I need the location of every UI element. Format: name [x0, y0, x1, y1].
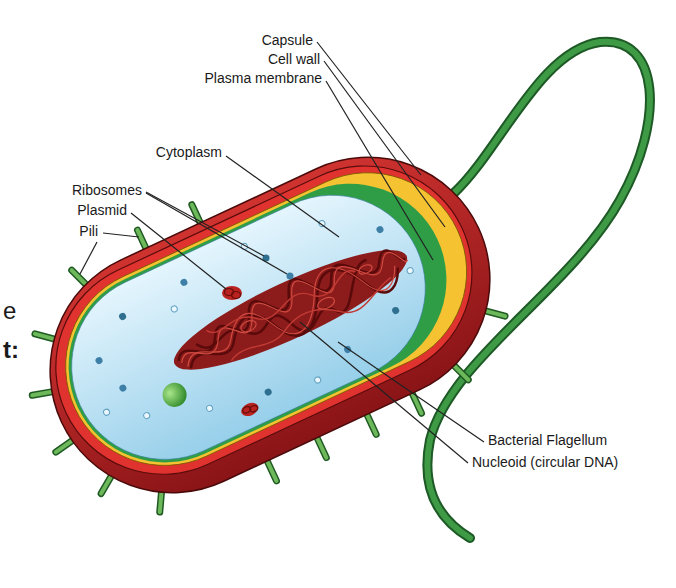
- part-label: Nucleoid (circular DNA): [472, 454, 618, 470]
- dna-strand: [194, 260, 383, 376]
- leader-line: [324, 61, 445, 227]
- leader-line: [131, 213, 226, 289]
- dna-strand: [178, 244, 406, 383]
- ribosome: [206, 404, 214, 412]
- ribosome: [179, 278, 188, 287]
- leader-line: [300, 322, 468, 463]
- ribosome: [264, 387, 273, 396]
- dna-loop: [357, 263, 373, 276]
- part-label: Cytoplasm: [156, 144, 222, 160]
- ribosome: [406, 267, 414, 275]
- part-label: t:: [3, 336, 19, 364]
- ribosome: [118, 383, 127, 392]
- leader-line: [338, 342, 484, 442]
- leader-line: [326, 81, 433, 260]
- part-label: Plasma membrane: [205, 70, 323, 86]
- plasmid-body: [239, 400, 260, 418]
- ribosome: [103, 408, 111, 416]
- plasmid-loop: [232, 292, 241, 299]
- leader-line: [80, 242, 97, 274]
- nucleoid-body: [163, 230, 419, 389]
- ribosome: [375, 225, 384, 234]
- dna-strand: [206, 250, 397, 372]
- part-label: Ribosomes: [72, 182, 142, 198]
- part-label: e: [3, 297, 16, 325]
- dna-strand: [175, 242, 403, 381]
- part-label: Capsule: [262, 32, 313, 48]
- storage-granule: [159, 379, 191, 411]
- leader-line: [103, 233, 139, 237]
- nucleoid: [163, 230, 419, 389]
- part-label: Cell wall: [268, 51, 320, 67]
- cytoplasm: [41, 165, 456, 490]
- plasmid: [239, 400, 260, 418]
- ribosome: [287, 273, 294, 280]
- dna-loop: [316, 295, 337, 312]
- capsule-outer: [10, 117, 530, 533]
- ribosome: [314, 376, 322, 384]
- pili-outline: [0, 105, 527, 561]
- ribosome: [170, 305, 178, 313]
- dna-loop: [239, 318, 258, 334]
- leader-line: [317, 42, 421, 175]
- ribosome: [391, 306, 400, 315]
- dna-strand: [168, 233, 405, 364]
- part-label: Bacterial Flagellum: [488, 432, 607, 448]
- leader-lines: [80, 42, 484, 463]
- plasmid-loop: [249, 404, 259, 413]
- ribosome: [143, 412, 151, 420]
- part-label: Pili: [79, 223, 98, 239]
- leader-line: [146, 193, 287, 274]
- ribosomes: [64, 183, 440, 470]
- plasma-membrane: [37, 152, 478, 494]
- leader-line: [146, 192, 264, 256]
- leader-line: [226, 156, 339, 237]
- capsule-section: [21, 131, 507, 510]
- cell-wall: [33, 140, 499, 498]
- ribosome: [118, 312, 127, 321]
- pili: [0, 105, 527, 561]
- part-label: Plasmid: [77, 202, 127, 218]
- bacterial-cell: [0, 99, 539, 560]
- ribosome: [94, 356, 103, 365]
